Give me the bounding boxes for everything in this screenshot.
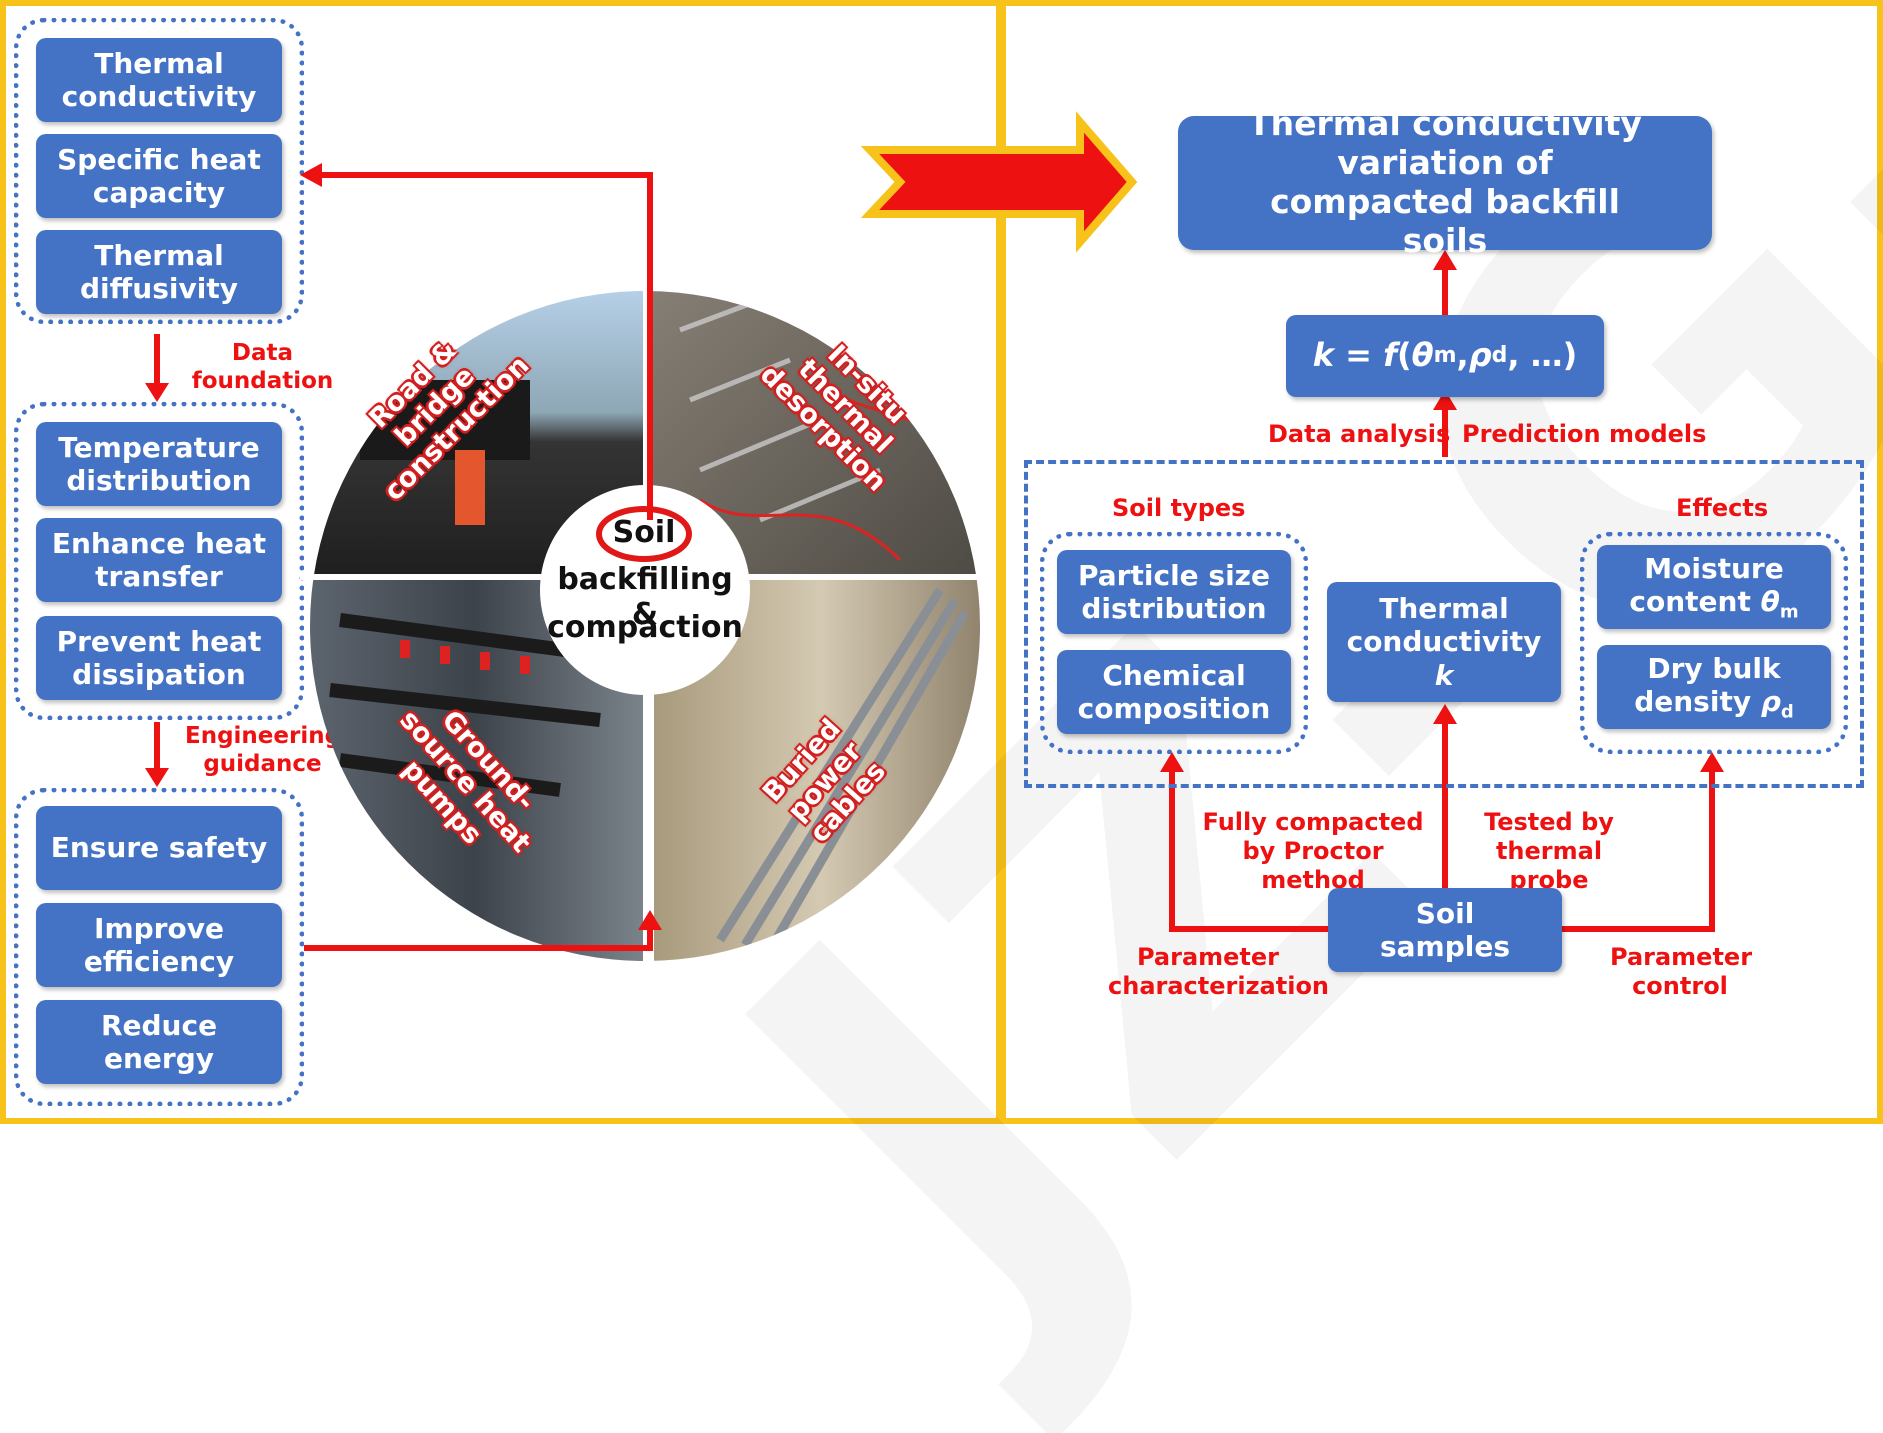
density-sub: d [1780, 701, 1794, 723]
label-data-foundation: Data foundation [191, 340, 334, 394]
formula-theta: θ [1411, 336, 1434, 375]
formula-sub-d: d [1491, 343, 1508, 369]
box-improve-efficiency: Improve efficiency [36, 903, 282, 987]
density-line1: Dry bulk [1647, 651, 1781, 685]
group-soil-types [1040, 532, 1308, 754]
moisture-symbol: θ [1760, 584, 1780, 618]
arrow-benefits-to-circle [304, 928, 653, 951]
box-prevent-heat-dissipation: Prevent heat dissipation [36, 616, 282, 700]
formula-eq: = [1333, 336, 1384, 375]
box-enhance-heat-transfer: Enhance heat transfer [36, 518, 282, 602]
box-dry-bulk-density: Dry bulk density ρd [1597, 645, 1831, 729]
group-engineering [14, 402, 304, 720]
transition-arrow [860, 111, 1138, 253]
label-data-analysis: Data analysis [1268, 420, 1451, 448]
label-soil-types: Soil types [1112, 494, 1246, 522]
box-soil-samples: Soil samples [1328, 888, 1562, 972]
center-text-soil: Soil [612, 515, 676, 550]
arrow-soil-to-properties [318, 172, 653, 520]
box-title-variation: Thermal conductivity variation of compac… [1178, 104, 1712, 260]
label-parameter-characterization: Parameter characterization [1108, 943, 1330, 1000]
box-ensure-safety: Ensure safety [36, 806, 282, 890]
formula-sub-m: m [1433, 343, 1457, 369]
box-specific-heat-capacity: Specific heat capacity [36, 134, 282, 218]
box-chemical-composition: Chemical composition [1057, 650, 1291, 734]
box-thermal-diffusivity: Thermal diffusivity [36, 230, 282, 314]
circle-graphic [145, 111, 1724, 961]
moisture-line1: Moisture [1644, 551, 1784, 585]
formula-rho: ρ [1468, 336, 1492, 375]
moisture-sub: m [1779, 601, 1799, 623]
density-symbol: ρ [1760, 684, 1781, 718]
group-benefits [14, 788, 304, 1106]
label-proctor: Fully compacted by Proctor method [1202, 808, 1424, 894]
label-parameter-control: Parameter control [1610, 943, 1753, 1000]
thermal-conductivity-text: Thermal conductivity [1346, 592, 1542, 659]
box-particle-size: Particle size distribution [1057, 550, 1291, 634]
box-thermal-conductivity-k: Thermal conductivity k [1327, 582, 1561, 702]
label-effects: Effects [1676, 494, 1769, 522]
soil-highlight-ellipse [596, 506, 692, 562]
center-text-backfilling: backfilling & [557, 562, 733, 632]
formula-tail: , …) [1507, 336, 1578, 375]
box-reduce-energy: Reduce energy [36, 1000, 282, 1084]
label-prediction-models: Prediction models [1462, 420, 1707, 448]
formula-k: k [1312, 336, 1334, 375]
box-thermal-conductivity: Thermal conductivity [36, 38, 282, 122]
group-thermal-properties [14, 18, 304, 324]
formula-f: f [1383, 336, 1397, 375]
box-moisture-content: Moisture content θm [1597, 545, 1831, 629]
label-engineering-guidance: Engineering guidance [185, 723, 342, 777]
box-temperature-distribution: Temperature distribution [36, 422, 282, 506]
center-circle [540, 485, 750, 695]
thermal-conductivity-k: k [1434, 658, 1454, 692]
label-thermal-probe: Tested by thermal probe [1484, 808, 1614, 894]
group-effects [1580, 532, 1848, 754]
experiment-frame [1024, 460, 1864, 788]
center-text-compaction: compaction [547, 610, 743, 645]
